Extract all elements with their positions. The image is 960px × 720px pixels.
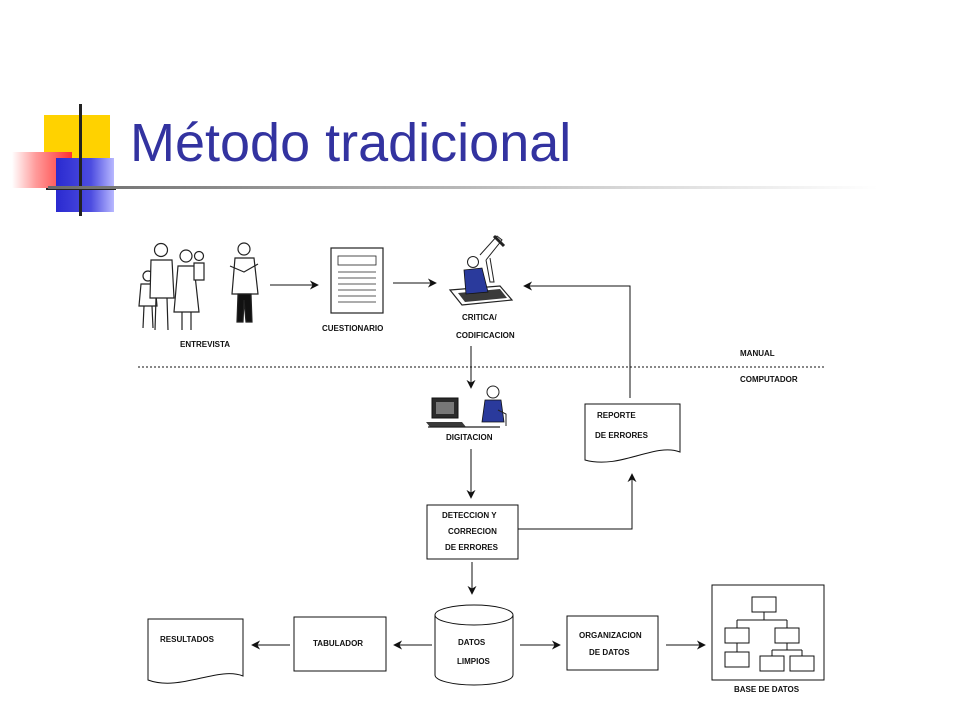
reporte-label-line2: DE ERRORES: [595, 431, 649, 440]
deteccion-label-line2: CORRECION: [448, 527, 497, 536]
family-people-icon: [138, 242, 205, 331]
entrevista-label: ENTREVISTA: [180, 340, 230, 349]
manual-zone-label: MANUAL: [740, 349, 775, 358]
digitacion-label: DIGITACION: [446, 433, 493, 442]
organizacion-label-line2: DE DATOS: [589, 648, 630, 657]
title-underline: [48, 186, 878, 189]
organizacion-label-line1: ORGANIZACION: [579, 631, 642, 640]
cuestionario-label: CUESTIONARIO: [322, 324, 383, 333]
questionnaire-document-icon: [330, 247, 384, 314]
detection-correction-box: [426, 504, 519, 560]
datos-label-line1: DATOS: [458, 638, 486, 647]
deteccion-label-line3: DE ERRORES: [445, 543, 499, 552]
computer-zone-label: COMPUTADOR: [740, 375, 798, 384]
data-organization-box: [566, 615, 659, 671]
database-hierarchy-icon: [711, 584, 825, 681]
coding-desk-person-icon: [448, 234, 514, 306]
arrow-report-to-coding: [523, 281, 631, 398]
title-deco-blue-square: [56, 158, 114, 212]
reporte-label-line1: REPORTE: [597, 411, 636, 420]
error-report-document: [584, 403, 681, 463]
resultados-label: RESULTADOS: [160, 635, 215, 644]
clean-data-cylinder: [434, 604, 514, 686]
title-deco-horizontal-line: [46, 188, 116, 190]
datos-label-line2: LIMPIOS: [457, 657, 491, 666]
data-entry-computer-icon: [426, 385, 507, 428]
results-document: [147, 618, 244, 684]
critica-label-line1: CRITICA/: [462, 313, 497, 322]
title-deco-vertical-line: [79, 104, 82, 216]
critica-label-line2: CODIFICACION: [456, 331, 515, 340]
interviewer-person-icon: [229, 242, 259, 323]
tabulator-box: [293, 616, 387, 672]
arrow-detection-to-report: [518, 473, 637, 530]
tabulador-label: TABULADOR: [313, 639, 363, 648]
base-datos-label: BASE DE DATOS: [734, 685, 800, 694]
deteccion-label-line1: DETECCION Y: [442, 511, 497, 520]
slide-title: Método tradicional: [130, 113, 572, 173]
